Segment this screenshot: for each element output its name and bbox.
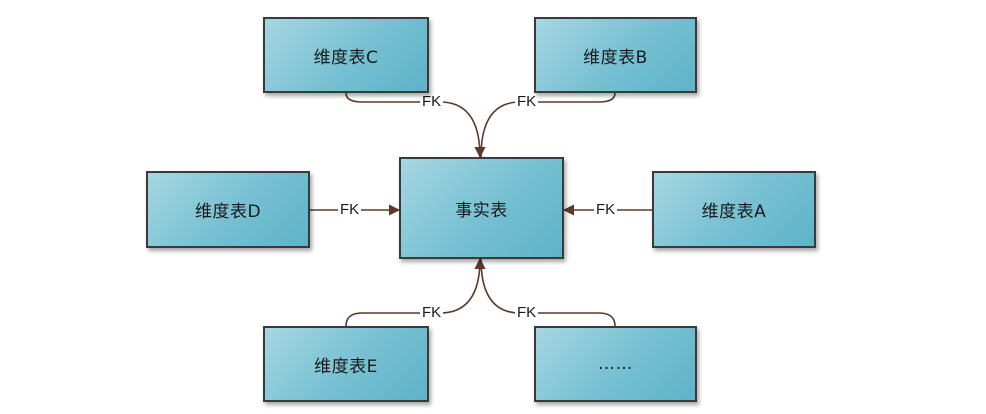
connector-b-to-fact [480, 92, 616, 158]
dimension-table-e[interactable]: 维度表E [263, 326, 429, 402]
fk-label-d: FK [338, 201, 362, 218]
connector-c-to-fact [345, 92, 486, 159]
fact-table-label: 事实表 [455, 200, 508, 221]
dimension-table-e-label: 维度表E [314, 356, 378, 377]
dimension-table-d[interactable]: 维度表D [146, 171, 310, 248]
fk-label-more: FK [515, 304, 539, 321]
fk-label-a: FK [594, 201, 618, 218]
connector-more-to-fact [480, 258, 616, 327]
fk-label-b: FK [515, 93, 539, 110]
more-dimension-tables-label: …… [598, 354, 633, 374]
dimension-table-a[interactable]: 维度表A [652, 171, 816, 248]
fk-label-e: FK [420, 304, 444, 321]
fact-table[interactable]: 事实表 [399, 157, 564, 259]
dimension-table-b-label: 维度表B [583, 47, 648, 68]
more-dimension-tables[interactable]: …… [534, 326, 697, 402]
dimension-table-a-label: 维度表A [701, 202, 767, 222]
dimension-table-d-label: 维度表D [194, 202, 262, 222]
dimension-table-c-label: 维度表C [313, 47, 379, 68]
connector-e-to-fact [345, 257, 486, 327]
dimension-table-c[interactable]: 维度表C [263, 17, 429, 93]
dimension-table-b[interactable]: 维度表B [534, 17, 697, 93]
fk-label-c: FK [420, 93, 444, 110]
